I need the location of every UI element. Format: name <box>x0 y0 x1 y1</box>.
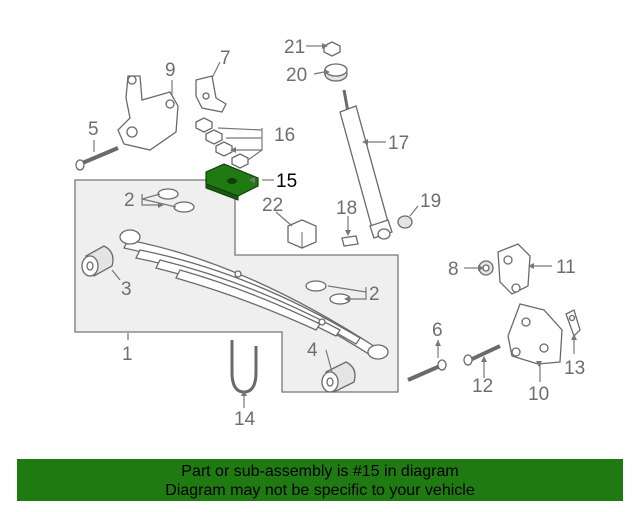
callout-12: 12 <box>472 376 493 397</box>
bump-stop-22 <box>287 219 317 249</box>
callout-6: 6 <box>432 320 443 341</box>
shock-grommet-20 <box>324 63 348 82</box>
rear-hanger-10 <box>507 303 563 365</box>
bracket-13 <box>565 309 581 338</box>
callout-13: 13 <box>564 358 585 379</box>
notice-banner: Part or sub-assembly is #15 in diagram D… <box>17 459 623 501</box>
banner-line-2: Diagram may not be specific to your vehi… <box>165 482 475 499</box>
arrowheads <box>158 43 577 396</box>
callout-3: 3 <box>121 279 132 300</box>
callout-4: 4 <box>307 340 318 361</box>
bushing-rear <box>321 361 356 393</box>
callout-15: 15 <box>276 171 297 192</box>
callout-2-lower: 2 <box>369 284 380 305</box>
bushing-19 <box>397 215 413 229</box>
nuts-16 <box>195 117 249 169</box>
shock-absorber <box>339 89 393 240</box>
callout-14: 14 <box>234 409 256 430</box>
callout-22: 22 <box>262 195 283 216</box>
bolt-5 <box>75 146 119 171</box>
bolt-18 <box>341 235 359 247</box>
spring-plate-15 <box>205 163 259 201</box>
u-bolt-14 <box>230 340 258 394</box>
callout-11: 11 <box>556 257 576 278</box>
callout-21: 21 <box>284 37 305 58</box>
callout-1: 1 <box>122 344 133 365</box>
shim-pair-lower <box>305 280 351 305</box>
callout-19: 19 <box>420 191 441 212</box>
nut-21 <box>323 41 341 57</box>
callout-17: 17 <box>388 133 409 154</box>
callout-2-upper: 2 <box>124 190 135 211</box>
leaf-spring <box>119 229 389 360</box>
callout-10: 10 <box>528 384 549 405</box>
bushing-front <box>81 245 114 277</box>
callout-5: 5 <box>88 119 99 140</box>
shackle-11 <box>497 243 531 295</box>
callout-20: 20 <box>286 65 307 86</box>
nut-8 <box>478 260 494 276</box>
callout-9: 9 <box>165 60 176 81</box>
callout-16: 16 <box>274 125 295 146</box>
banner-line-1: Part or sub-assembly is #15 in diagram <box>181 463 459 480</box>
bracket-7 <box>195 75 227 113</box>
bolt-6 <box>407 359 447 382</box>
front-hanger-bracket <box>117 75 179 151</box>
callout-18: 18 <box>336 198 357 219</box>
bolt-12 <box>463 344 501 366</box>
callout-7: 7 <box>220 48 231 69</box>
callout-8: 8 <box>448 259 459 280</box>
